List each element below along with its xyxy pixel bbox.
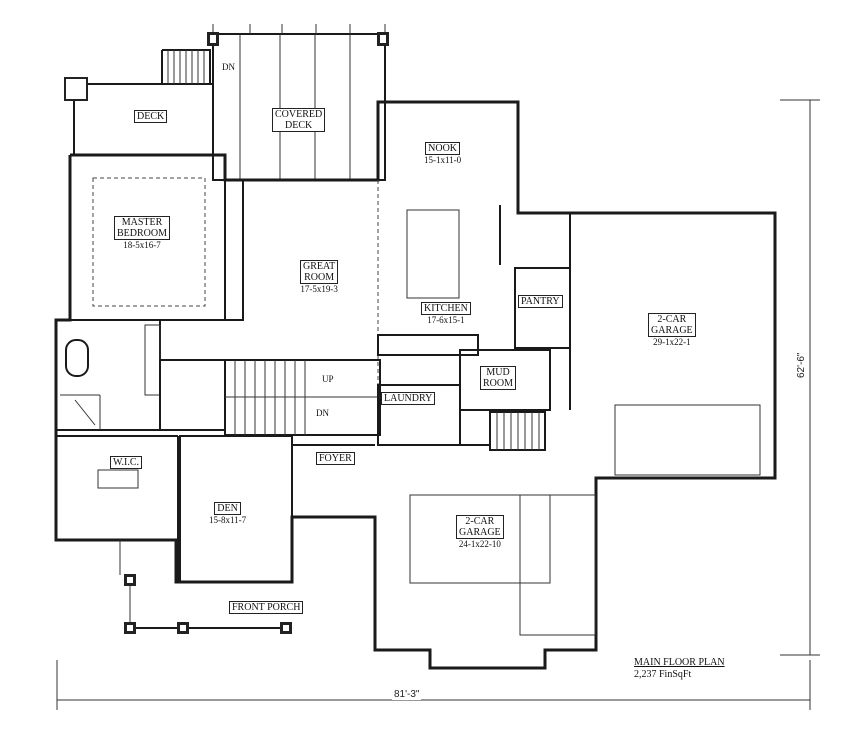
room-name: NOOK [425, 142, 461, 155]
room-garage-right: 2-CAR GARAGE 29-1x22-1 [648, 313, 696, 348]
room-name: W.I.C. [110, 456, 143, 469]
room-name: 2-CAR GARAGE [648, 313, 696, 337]
room-name: FOYER [316, 452, 355, 465]
room-master-bedroom: MASTER BEDROOM 18-5x16-7 [114, 216, 171, 251]
deck-stair-down-label: DN [222, 62, 235, 72]
deck-area [64, 24, 389, 181]
exterior-walls [54, 100, 777, 670]
room-name: LAUNDRY [381, 392, 436, 405]
room-name: GREAT ROOM [300, 260, 339, 284]
stair-up-label: UP [322, 374, 334, 384]
front-porch [119, 540, 292, 634]
room-name: KITCHEN [421, 302, 471, 315]
room-laundry: LAUNDRY [381, 392, 436, 405]
interior-walls [56, 177, 761, 636]
plan-title: MAIN FLOOR PLAN [634, 657, 725, 668]
overall-width-dimension: 81'-3" [392, 689, 422, 700]
room-wic: W.I.C. [110, 456, 143, 469]
room-foyer: FOYER [316, 452, 355, 465]
room-name: 2-CAR GARAGE [456, 515, 504, 539]
room-kitchen: KITCHEN 17-6x15-1 [421, 302, 471, 326]
room-name: MASTER BEDROOM [114, 216, 171, 240]
room-den: DEN 15-8x11-7 [209, 502, 246, 526]
room-pantry: PANTRY [518, 295, 563, 308]
room-nook: NOOK 15-1x11-0 [424, 142, 461, 166]
room-garage-center: 2-CAR GARAGE 24-1x22-10 [456, 515, 504, 550]
room-name: DEN [214, 502, 241, 515]
dimension-lines [56, 99, 820, 710]
room-name: COVERED DECK [272, 108, 326, 132]
stair-down-label: DN [316, 408, 329, 418]
room-dimensions: 29-1x22-1 [653, 337, 691, 347]
room-dimensions: 18-5x16-7 [123, 240, 161, 250]
overall-depth-dimension: 62'-6" [796, 350, 807, 380]
room-dimensions: 24-1x22-10 [458, 539, 501, 549]
room-covered-deck: COVERED DECK [272, 108, 326, 132]
room-dimensions: 15-8x11-7 [209, 515, 247, 525]
plan-area: 2,237 FinSqFt [634, 669, 692, 680]
room-dimensions: 17-5x19-3 [300, 284, 338, 294]
room-name: PANTRY [518, 295, 563, 308]
room-mud-room: MUD ROOM [480, 366, 517, 390]
room-dimensions: 17-6x15-1 [427, 315, 465, 325]
room-great-room: GREAT ROOM 17-5x19-3 [300, 260, 339, 295]
room-name: FRONT PORCH [229, 601, 304, 614]
room-deck: DECK [134, 110, 168, 123]
room-dimensions: 15-1x11-0 [424, 155, 462, 165]
room-name: MUD ROOM [480, 366, 517, 390]
room-name: DECK [134, 110, 168, 123]
room-front-porch: FRONT PORCH [229, 601, 304, 614]
plan-title-block: MAIN FLOOR PLAN 2,237 FinSqFt [634, 657, 725, 681]
